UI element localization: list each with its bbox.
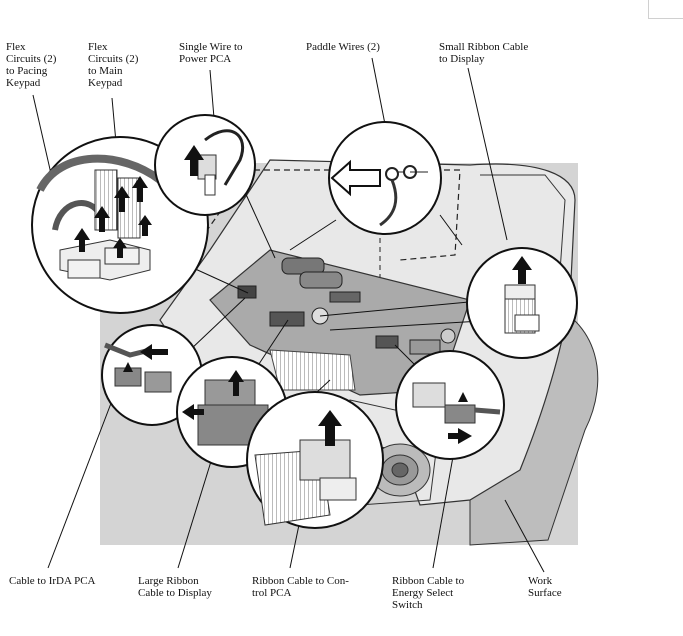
label-flex-pacing: Flex Circuits (2) to Pacing Keypad [6, 41, 57, 89]
callout-single-wire [154, 114, 256, 216]
callout-energy-switch [395, 350, 505, 460]
callout-connectors [179, 189, 499, 409]
rotary-knob [369, 443, 431, 497]
callout-small-ribbon [466, 247, 578, 359]
page-corner-tab [648, 0, 683, 19]
label-large-ribbon: Large Ribbon Cable to Display [138, 575, 212, 599]
callout-paddle-wires [328, 121, 442, 235]
label-ribbon-energy: Ribbon Cable to Energy Select Switch [392, 575, 465, 611]
callout-cable-irda [101, 324, 203, 426]
label-work-surface: Work Surface [528, 575, 562, 599]
board-ribbon [269, 349, 356, 391]
callout-ribbon-control [246, 391, 384, 529]
board-components [237, 257, 456, 355]
label-ribbon-control: Ribbon Cable to Con- trol PCA [252, 575, 349, 599]
label-paddle-wires: Paddle Wires (2) [306, 41, 380, 53]
label-cable-irda: Cable to IrDA PCA [9, 575, 96, 587]
label-small-ribbon: Small Ribbon Cable to Display [439, 41, 529, 65]
label-flex-main: Flex Circuits (2) to Main Keypad [88, 41, 139, 89]
label-single-wire: Single Wire to Power PCA [179, 41, 243, 65]
